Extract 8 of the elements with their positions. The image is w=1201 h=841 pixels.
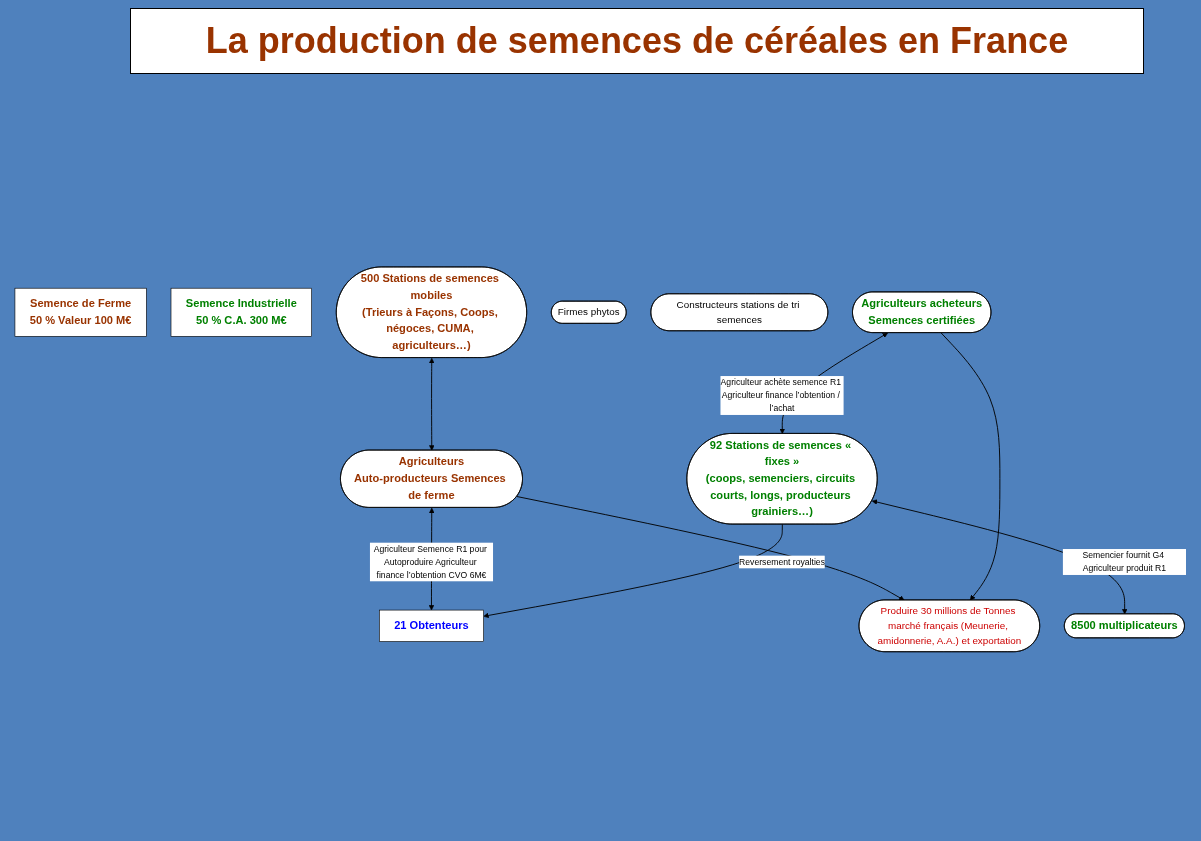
node-box: Semence de Ferme 50 % Valeur 100 M€	[14, 287, 147, 337]
node-box: 21 Obtenteurs	[379, 609, 484, 642]
edge-label: Semencier fournit G4 Agriculteur produit R1	[1082, 549, 1167, 573]
node-box: Semence Industrielle 50 % C.A. 300 M€	[170, 287, 312, 337]
edge-label: Agriculteur achète semence R1 Agriculteur finance l’obtention / l’achat	[720, 376, 842, 413]
edge-label: Reversement royalties	[739, 556, 825, 567]
diagram-title: La production de semences de céréales en France	[130, 8, 1144, 74]
edge-label: Agriculteur Semence R1 pour Autoproduire Agriculteur finance l’obtention CVO 6M€	[373, 543, 487, 580]
